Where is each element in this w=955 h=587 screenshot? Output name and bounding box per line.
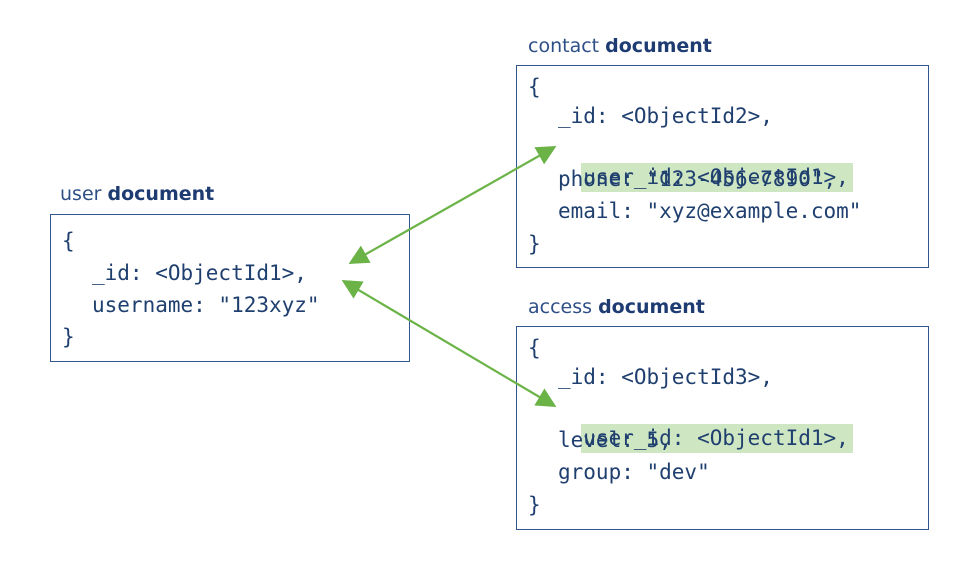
contact-document-kind: document xyxy=(605,35,712,57)
contact-reference-arrow xyxy=(348,146,557,264)
contact-email-line: email: "xyz@example.com" xyxy=(558,199,862,223)
access-close-brace: } xyxy=(528,493,541,517)
access-document-kind: document xyxy=(598,296,705,318)
access-level-line: level: 5, xyxy=(558,428,672,452)
contact-document-name: contact xyxy=(528,35,600,57)
contact-user-id-line: user_id: <ObjectId1>, xyxy=(556,132,853,192)
user-document-kind: document xyxy=(107,183,215,205)
user-id-line: _id: <ObjectId1>, xyxy=(92,261,307,285)
access-group-line: group: "dev" xyxy=(558,460,710,484)
user-open-brace: { xyxy=(62,229,75,253)
contact-document-title: contact document xyxy=(528,35,712,57)
access-reference-arrow xyxy=(341,279,557,408)
access-user-id-highlight: user_id: <ObjectId1>, xyxy=(581,424,853,453)
contact-open-brace: { xyxy=(528,75,541,99)
access-id-line: _id: <ObjectId3>, xyxy=(558,365,773,389)
contact-phone-line: phone: "123-456-7890", xyxy=(558,167,837,191)
contact-id-line: _id: <ObjectId2>, xyxy=(558,104,773,128)
user-document-title: user document xyxy=(60,183,214,205)
user-username-line: username: "123xyz" xyxy=(92,293,320,317)
user-document-name: user xyxy=(60,183,102,205)
contact-user-id-highlight: user_id: <ObjectId1>, xyxy=(581,163,853,192)
access-user-id-line: user_id: <ObjectId1>, xyxy=(556,393,853,453)
user-close-brace: } xyxy=(62,325,75,349)
